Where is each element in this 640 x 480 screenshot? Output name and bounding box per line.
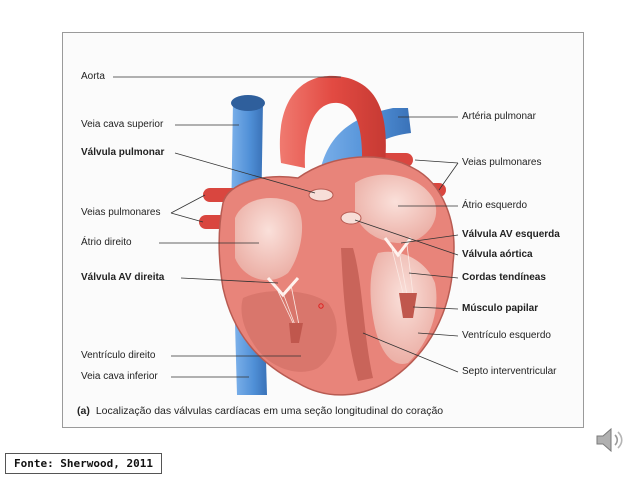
label-left-ventricle: Ventrículo esquerdo: [462, 330, 551, 341]
label-right-atrium: Átrio direito: [81, 237, 132, 248]
label-superior-vena-cava: Veia cava superior: [81, 119, 164, 130]
right-av-valve: [266, 277, 300, 298]
aorta: [279, 75, 386, 183]
label-papillary-muscle: Músculo papilar: [462, 303, 539, 314]
label-right-av-valve: Válvula AV direita: [81, 272, 165, 283]
right-atrium: [235, 198, 303, 281]
figure-caption: (a) Localização das válvulas cardíacas em…: [77, 405, 443, 417]
label-aortic-valve: Válvula aórtica: [462, 249, 533, 260]
label-pulmonary-veins-left: Veias pulmonares: [81, 207, 161, 218]
papillary-muscle-right: [289, 323, 303, 343]
left-av-valve: [383, 237, 413, 258]
label-inferior-vena-cava: Veia cava inferior: [81, 371, 158, 382]
interventricular-septum: [341, 248, 373, 381]
label-chordae-tendineae: Cordas tendíneas: [462, 272, 546, 283]
caption-tag: (a): [77, 405, 90, 417]
leader-lines: [113, 76, 459, 378]
speaker-icon[interactable]: [594, 425, 626, 455]
label-left-av-valve: Válvula AV esquerda: [462, 229, 560, 240]
heart-figure: Aorta Veia cava superior Válvula pulmona…: [62, 32, 584, 428]
pulmonary-valve: [308, 188, 334, 202]
left-atrium: [355, 174, 437, 244]
label-aorta: Aorta: [81, 71, 105, 82]
label-interventricular-septum: Septo interventricular: [462, 366, 557, 377]
chordae-tendineae: [274, 244, 414, 326]
source-citation: Fonte: Sherwood, 2011: [5, 453, 162, 474]
label-right-ventricle: Ventrículo direito: [81, 350, 156, 361]
label-pulmonary-veins-right: Veias pulmonares: [462, 157, 542, 168]
heart-illustration: [113, 75, 459, 396]
superior-vena-cava-opening: [231, 95, 265, 111]
caption-text: Localização das válvulas cardíacas em um…: [95, 405, 444, 417]
label-pulmonary-artery: Artéria pulmonar: [462, 111, 536, 122]
label-left-atrium: Átrio esquerdo: [462, 200, 528, 211]
right-ventricle: [241, 291, 337, 372]
label-pulmonary-valve: Válvula pulmonar: [81, 147, 165, 158]
marker-dot: [318, 303, 324, 309]
papillary-muscle-left: [399, 293, 417, 318]
aortic-valve: [340, 211, 362, 225]
